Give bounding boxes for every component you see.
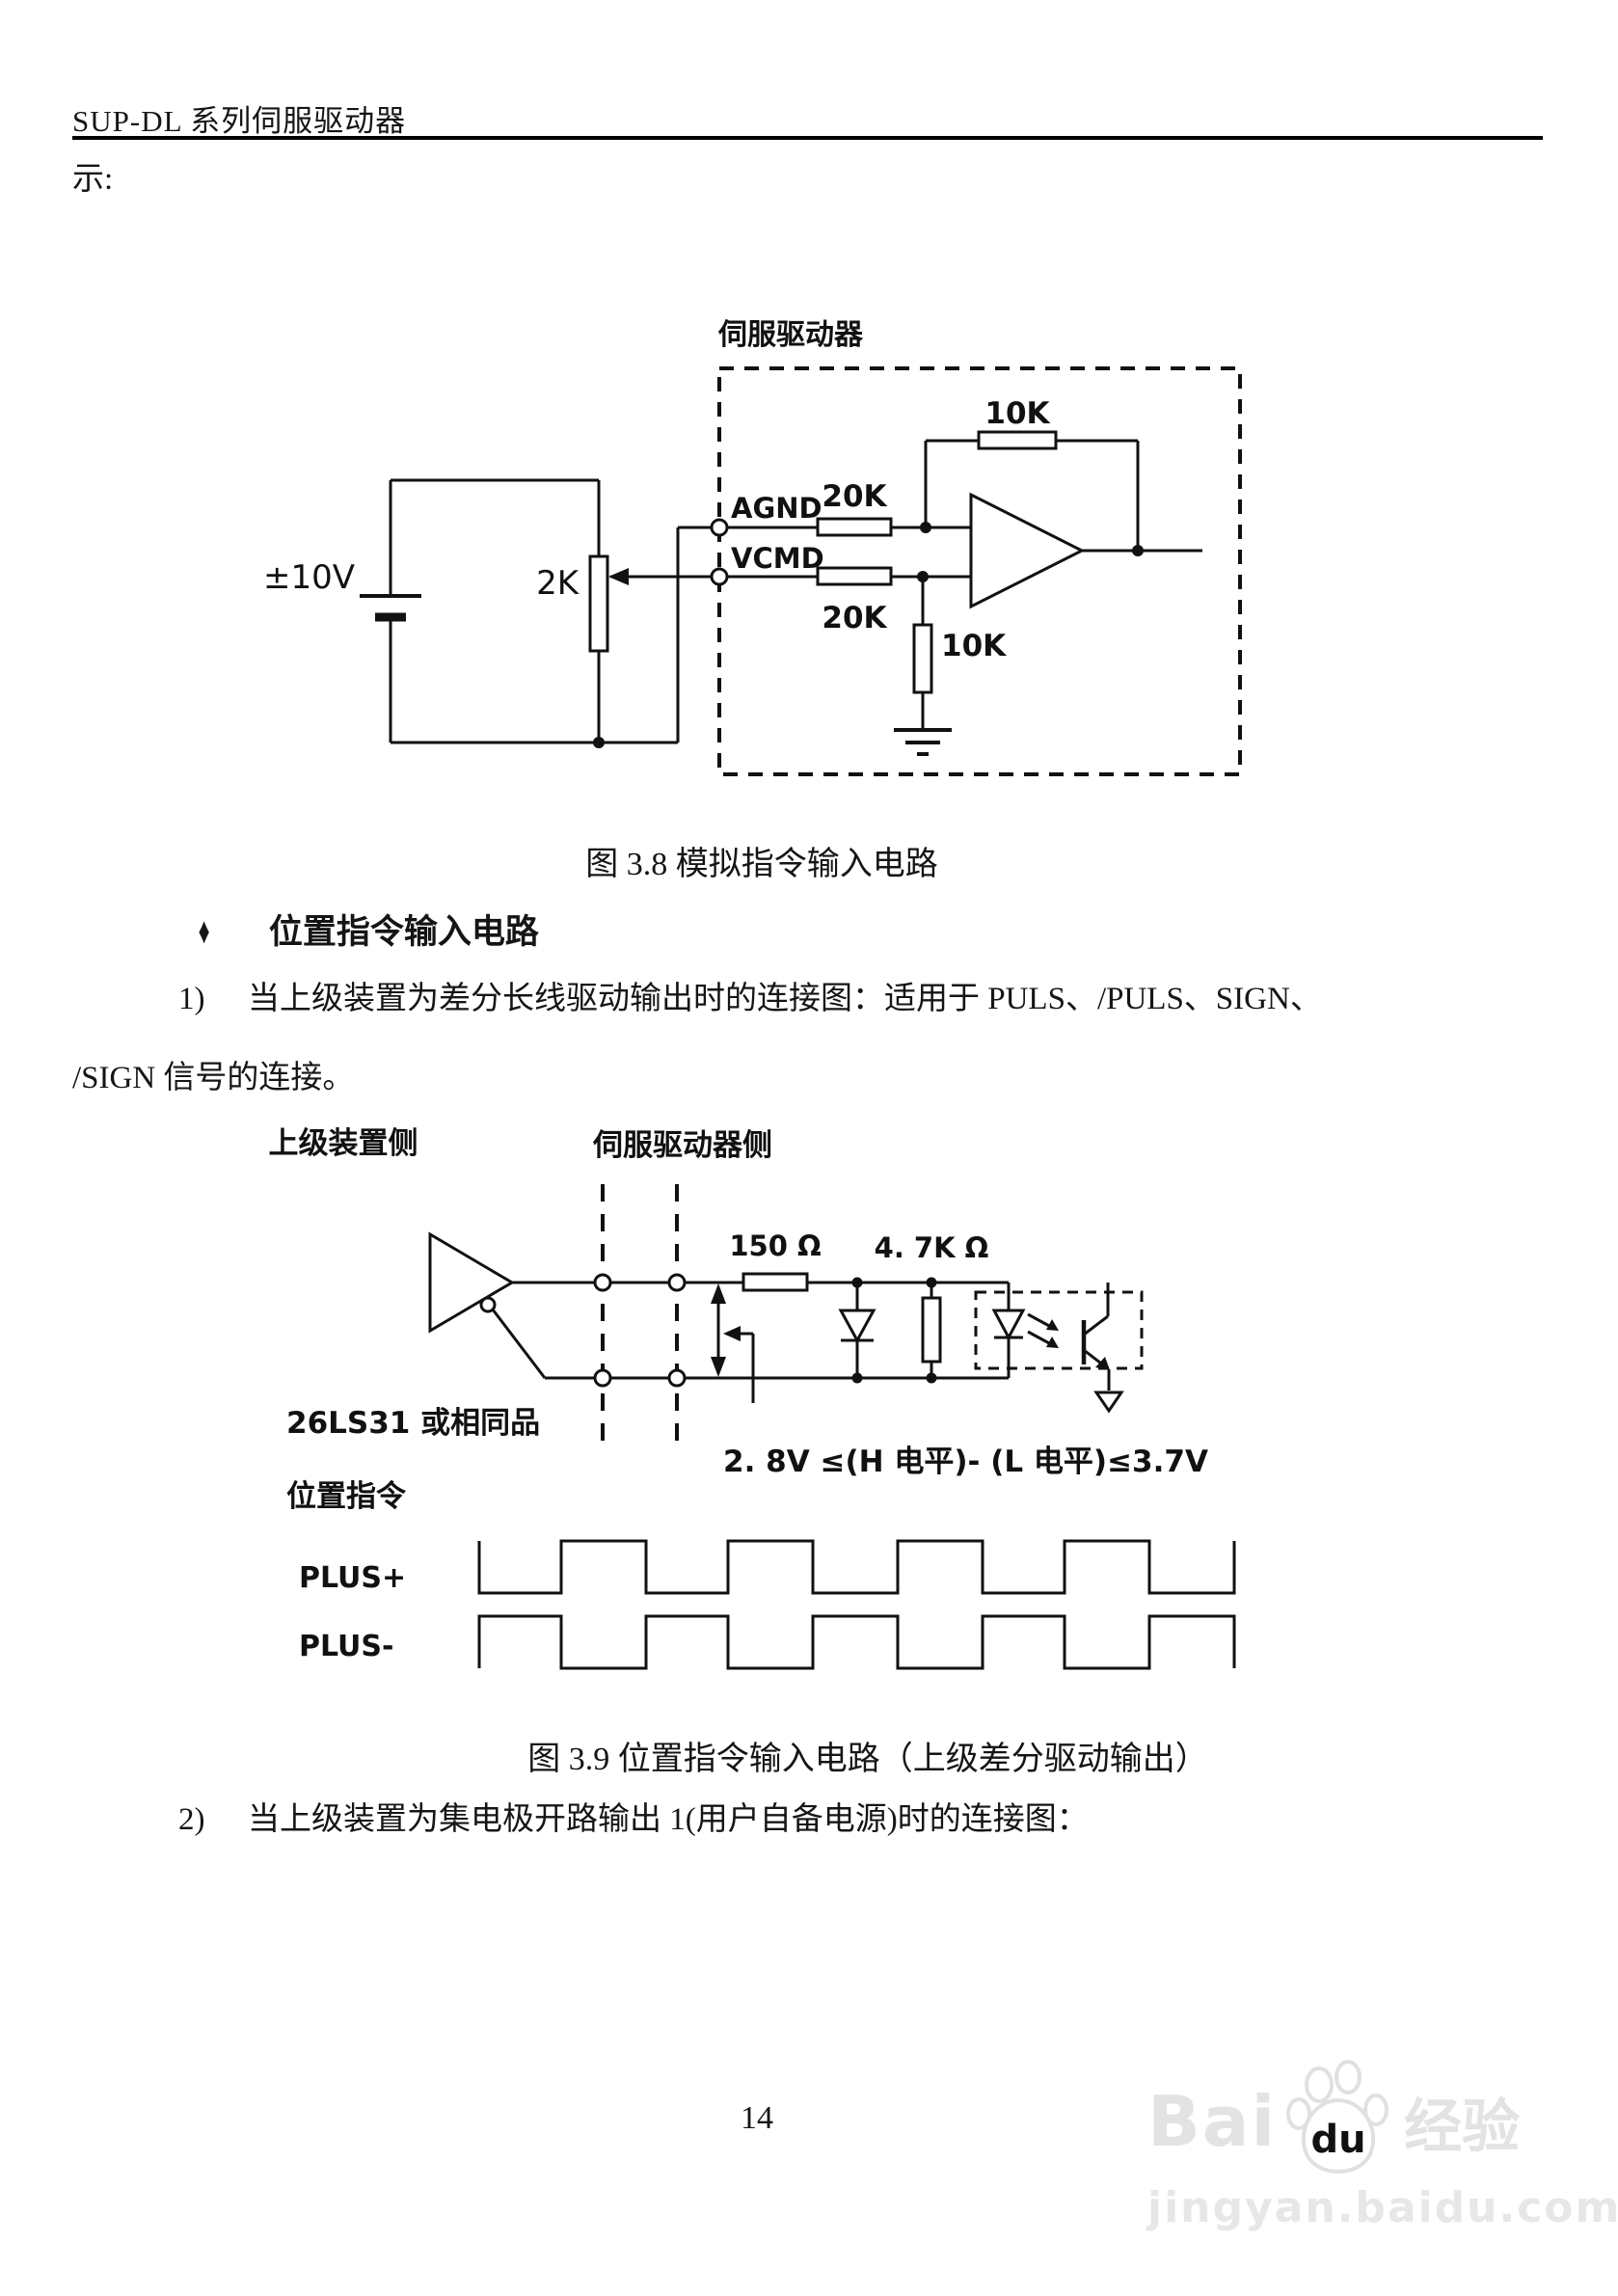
baidu-watermark: Bai du 经验 jingyan.baidu.com [1147,2060,1618,2232]
intro-text: 示: [72,162,114,197]
optocoupler [974,1283,1144,1414]
plus-waveform-label: PLUS+ [299,1561,406,1595]
potentiometer-label: 2K [536,564,580,603]
driver-ic-label: 26LS31 或相同品 [286,1406,540,1441]
potentiometer-body [588,554,609,653]
resistor-20k-top-label: 20K [822,479,887,514]
driver-triangle [428,1231,515,1334]
watermark-paw-label: du [1311,2118,1366,2162]
arrowhead-down [711,1357,726,1377]
arrowhead-up [711,1283,726,1304]
connector-pin [667,1273,687,1292]
figure-3-9-caption: 图 3.9 位置指令输入电路（上级差分驱动输出） [527,1742,1208,1777]
led-symbol [991,1309,1026,1341]
op-amp-stage: 10K [924,396,1202,609]
agnd-terminal [710,518,729,537]
bottom-signal-wire [545,1368,1009,1388]
header-rule [72,136,1543,140]
level-note-label: 2. 8V ≤(H 电平)- (L 电平)≤3.7V [723,1445,1208,1479]
external-source-circuit: ±10V 2K [263,478,712,748]
vcmd-terminal-label: VCMD [731,542,824,575]
wiper-arrowhead [608,568,629,585]
level-difference-arrow [711,1283,755,1403]
connector-pin [593,1273,612,1292]
resistor-150-label: 150 Ω [729,1229,821,1262]
resistor-10k-feedback [977,430,1058,450]
ground-leg: 10K [894,577,1007,756]
watermark-brand-prefix: Bai [1147,2081,1278,2162]
connector-pin [593,1368,612,1388]
waveform-minus-trace [477,1614,1236,1670]
minus-waveform-label: PLUS- [299,1630,393,1663]
resistor-10k-ground-label: 10K [941,629,1007,663]
item-1-line-1: 1) 当上级装置为差分长线驱动输出时的连接图：适用于 PULS、/PULS、SIG… [178,972,1322,1018]
figure-3-9-diagram: 上级装置侧 伺服驱动器侧 [269,1126,1236,1670]
resistor-20k-bottom-label: 20K [822,601,887,635]
output-down-triangle [1093,1391,1124,1414]
agnd-terminal-label: AGND [731,492,822,525]
item-2-number: 2) [178,1802,205,1837]
figure-3-8-caption: 图 3.8 模拟指令输入电路 [585,847,938,882]
item-2-text: 当上级装置为集电极开路输出 1(用户自备电源)时的连接图： [248,1802,1089,1837]
top-signal-wire [512,1272,1009,1292]
servo-driver-dashed-box [717,366,1242,776]
section-title: 位置指令输入电路 [268,913,539,952]
vcmd-terminal [710,567,729,586]
section-heading: ♦ 位置指令输入电路 [195,905,539,954]
optocoupler-dashed-box [974,1290,1144,1370]
resistor-4k7-label: 4. 7K Ω [875,1231,989,1264]
figure-3-8-diagram: 伺服驱动器 ±10V 2K AGND [263,318,1242,776]
vcmd-input-path: VCMD 20K [710,542,971,635]
servo-driver-box-label: 伺服驱动器 [717,318,864,352]
item-1-line-2: /SIGN 信号的连接。 [72,1061,355,1095]
item-2-line: 2) 当上级装置为集电极开路输出 1(用户自备电源)时的连接图： [178,1793,1089,1839]
resistor-20k-bottom [816,566,893,586]
emitter-arrowhead [1095,1357,1110,1370]
ground-symbol [894,728,952,756]
voltage-source-label: ±10V [263,558,355,597]
clamp-diode-symbol [838,1283,876,1378]
position-command-label: 位置指令 [286,1479,407,1514]
agnd-input-path: AGND 20K [710,479,971,537]
light-arrows-icon [1027,1312,1059,1348]
pullup-resistor-symbol [921,1283,942,1378]
resistor-10k-ground [912,623,933,694]
page-number: 14 [741,2100,773,2136]
waveform-plus-trace [477,1539,1236,1595]
resistor-20k-top [816,517,893,537]
line-driver-symbol [428,1231,547,1379]
resistor-10k-feedback-label: 10K [984,396,1050,431]
item-1-number: 1) [178,982,205,1016]
diamond-bullet-icon: ♦ [198,911,210,952]
watermark-brand-suffix: 经验 [1404,2093,1521,2161]
arrowhead-left [723,1326,741,1341]
item-1-text: 当上级装置为差分长线驱动输出时的连接图：适用于 PULS、/PULS、SIGN、 [248,982,1322,1016]
diode-triangle [838,1309,876,1344]
connector-pin [667,1368,687,1388]
servo-side-label: 伺服驱动器侧 [592,1128,772,1163]
page-header-title: SUP-DL 系列伺服驱动器 [72,104,407,138]
op-amp-symbol [969,492,1086,609]
watermark-url: jingyan.baidu.com [1147,2183,1618,2232]
baidu-paw-icon: du [1286,2060,1389,2174]
resistor-150 [742,1272,809,1292]
inverting-output-circle [479,1296,497,1313]
phototransistor-symbol [1081,1283,1124,1414]
host-side-label: 上级装置侧 [269,1126,418,1161]
